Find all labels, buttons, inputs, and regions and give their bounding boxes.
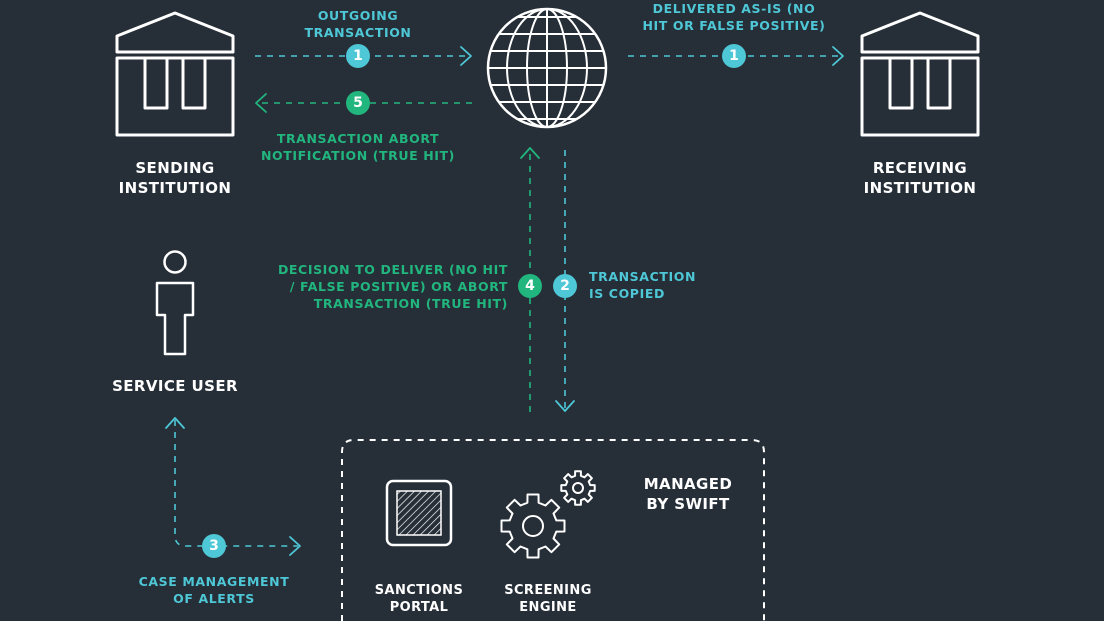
outgoing-label-line2: TRANSACTION [304,25,412,40]
copied-label-line1: TRANSACTION [589,269,697,284]
svg-text:1: 1 [353,48,363,64]
gear-icon [500,493,566,559]
outgoing-label-line1: OUTGOING [317,8,399,23]
managed-by-swift-label: MANAGED BY SWIFT [628,474,748,514]
abort-label-line1: TRANSACTION ABORT [276,131,440,146]
gear-small-hub [572,482,584,494]
step-badge-case-mgmt: 3 [202,534,226,558]
svg-text:1: 1 [729,48,739,64]
case-management-label: CASE MANAGEMENT OF ALERTS [124,573,304,607]
screening-engine-label: SCREENING ENGINE [488,582,608,616]
globe-icon [486,7,608,129]
managed-by-swift-box [341,439,765,621]
outgoing-arrowhead [460,46,472,66]
step-badge-copied: 2 [553,274,577,298]
step-badge-delivered: 1 [722,44,746,68]
step-badge-outgoing: 1 [346,44,370,68]
decision-label-line1: DECISION TO DELIVER (NO HIT [277,262,508,277]
receiving-label-line1: RECEIVING [872,159,968,177]
small-gear-icon [560,470,596,506]
receiving-bank-icon [860,11,980,137]
copied-label-line2: IS COPIED [589,286,665,301]
gear-small-outline [560,470,596,506]
svg-text:4: 4 [525,278,535,294]
engine-label-line2: ENGINE [519,600,577,615]
abort-notification-label: TRANSACTION ABORT NOTIFICATION (TRUE HIT… [248,130,468,164]
decision-label-line3: TRANSACTION (TRUE HIT) [313,296,508,311]
receiving-institution-label: RECEIVING INSTITUTION [845,158,995,198]
abort-label-line2: NOTIFICATION (TRUE HIT) [260,148,455,163]
decision-label: DECISION TO DELIVER (NO HIT / FALSE POSI… [256,261,508,312]
service-user-label-text: SERVICE USER [112,377,238,395]
transaction-copied-label: TRANSACTION IS COPIED [589,268,729,302]
decision-arrowhead [520,147,540,159]
abort-notice-arrowhead [255,93,267,113]
case-mgmt-arrow-line [174,420,298,547]
decision-label-line2: / FALSE POSITIVE) OR ABORT [289,279,508,294]
managed-label-line2: BY SWIFT [646,495,730,513]
portal-icon [385,479,453,547]
portal-label-line1: SANCTIONS [374,583,464,598]
person-icon [155,250,195,356]
case-label-line2: OF ALERTS [173,591,255,606]
service-user-label: SERVICE USER [95,376,255,396]
case-mgmt-right-arrowhead [289,536,301,556]
svg-text:3: 3 [209,538,219,554]
receiving-label-line2: INSTITUTION [863,179,977,197]
step-badge-abort-notice: 5 [346,91,370,115]
outgoing-transaction-label: OUTGOING TRANSACTION [288,7,428,41]
sending-institution-label: SENDING INSTITUTION [100,158,250,198]
step-badge-decision: 4 [518,274,542,298]
portal-label-line2: PORTAL [389,600,449,615]
copied-arrowhead [555,400,575,412]
svg-text:2: 2 [560,278,570,294]
gear-big-hub [522,515,544,537]
sending-label-line1: SENDING [135,159,215,177]
delivered-label-line2: HIT OR FALSE POSITIVE) [642,18,826,33]
engine-label-line1: SCREENING [504,583,592,598]
gear-big-outline [500,493,566,559]
case-mgmt-up-arrowhead [165,417,185,429]
svg-text:5: 5 [353,95,363,111]
managed-label-line1: MANAGED [643,475,733,493]
sanctions-portal-label: SANCTIONS PORTAL [359,582,479,616]
delivered-as-is-label: DELIVERED AS-IS (NO HIT OR FALSE POSITIV… [624,0,844,34]
delivered-label-line1: DELIVERED AS-IS (NO [652,1,816,16]
case-label-line1: CASE MANAGEMENT [138,574,290,589]
delivered-arrowhead [832,46,844,66]
sending-bank-icon [115,11,235,137]
sending-label-line2: INSTITUTION [118,179,232,197]
